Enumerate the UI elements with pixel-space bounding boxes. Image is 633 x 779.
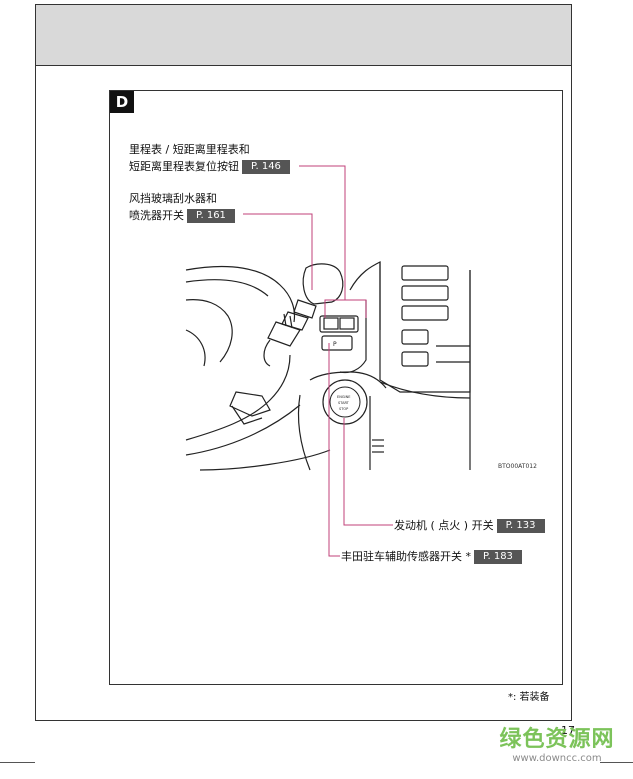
parking-label-text: 丰田驻车辅助传感器开关	[341, 550, 462, 563]
figure-code: BTO00AT012	[498, 463, 537, 470]
watermark-url: www.downcc.com	[512, 753, 602, 764]
diagram-box	[109, 90, 563, 685]
leader-line-engine	[343, 418, 393, 526]
page-number: 17	[561, 724, 575, 737]
leader-line-parking	[328, 343, 340, 557]
odometer-label-text: 短距离里程表复位按钮	[129, 160, 239, 173]
engine-ref-link[interactable]: P. 133	[496, 519, 545, 533]
footnote: *: 若装备	[508, 692, 550, 703]
wiper-label-text: 喷洗器开关	[129, 209, 184, 222]
page-frame	[35, 4, 572, 721]
watermark-main: 绿色资源网	[499, 727, 615, 752]
parking-sensor-button	[321, 335, 353, 351]
crop-mark-right	[600, 762, 633, 763]
odometer-ref-link[interactable]: P. 146	[242, 160, 290, 174]
engine-button-text-3: STOP	[339, 407, 348, 411]
engine-switch-bezel	[322, 379, 368, 425]
crop-mark-left	[0, 762, 35, 763]
switch-panel-upper	[319, 315, 359, 333]
engine-label-text: 发动机 ( 点火 ) 开关	[394, 519, 494, 532]
parking-button-text: P	[333, 341, 337, 348]
engine-button-text-1: ENGINE	[337, 395, 350, 399]
wiper-ref-link[interactable]: P. 161	[187, 209, 235, 223]
engine-start-button	[329, 386, 361, 418]
parking-star: *	[465, 550, 472, 563]
parking-ref-link[interactable]: P. 183	[474, 550, 522, 564]
odometer-label-line1: 里程表 / 短距离里程表和	[129, 143, 250, 156]
parking-label: 丰田驻车辅助传感器开关 *P. 183	[341, 548, 522, 565]
watermark: 绿色资源网 www.downcc.com	[497, 727, 617, 765]
wiper-lever-knob	[302, 263, 344, 305]
steering-wheel-rim	[185, 265, 296, 323]
leader-line-wiper	[243, 213, 313, 290]
header-band	[36, 5, 571, 66]
wiper-label-line1: 风挡玻璃刮水器和	[129, 192, 217, 205]
section-badge: D	[110, 91, 134, 113]
engine-button-text-2: START	[338, 401, 350, 405]
